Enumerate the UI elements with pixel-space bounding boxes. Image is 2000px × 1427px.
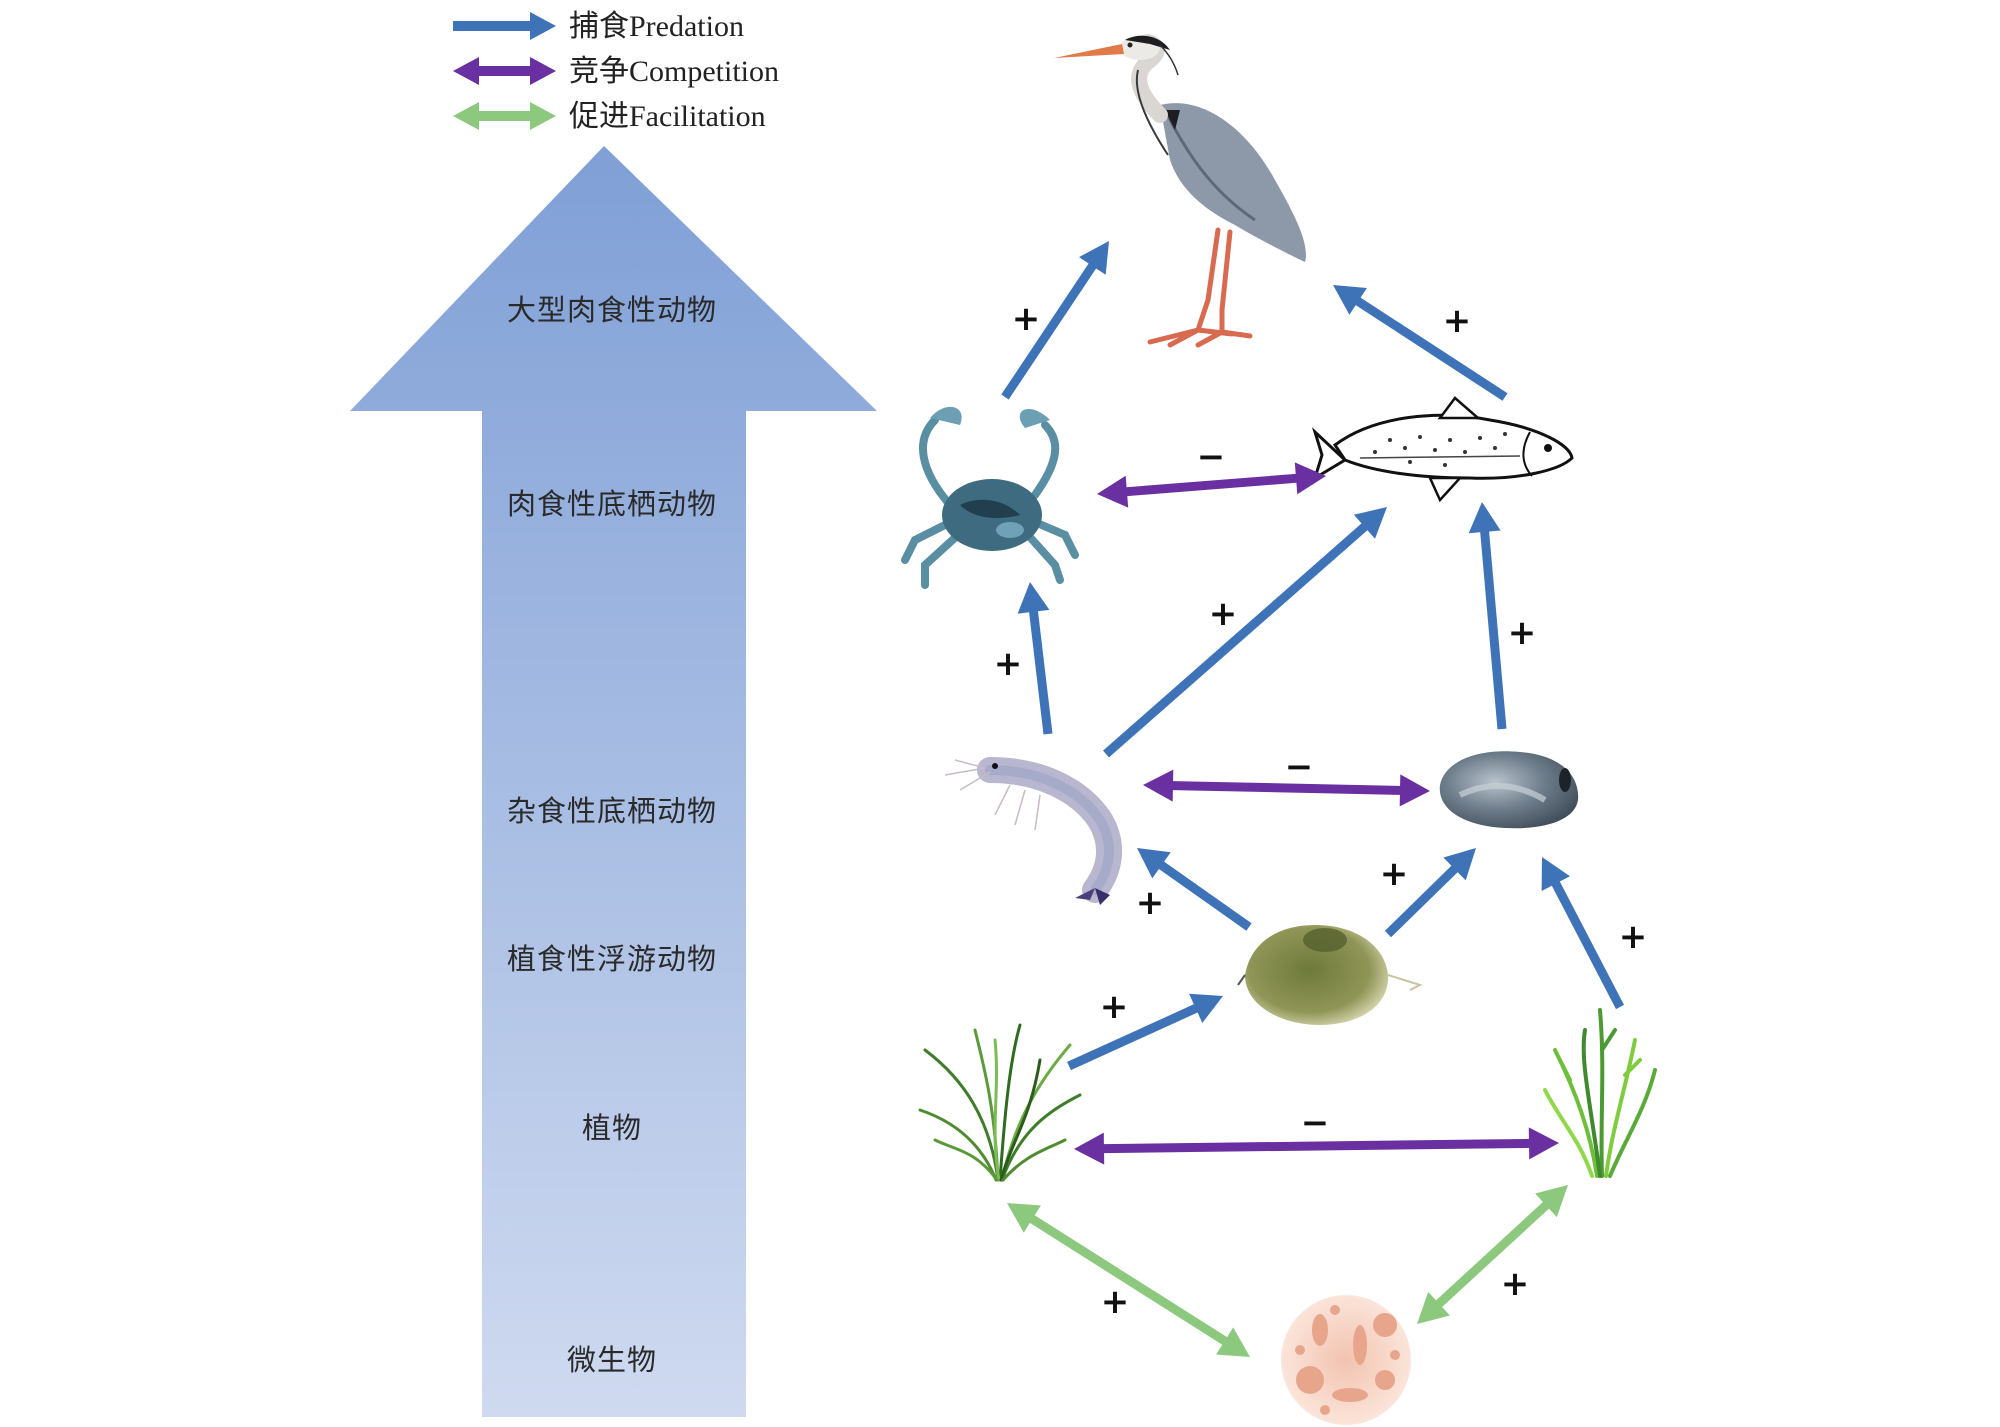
- relation-signs: + + − + + + − + + + + − + +: [994, 299, 1648, 1322]
- sign-shrimp-crab: +: [994, 644, 1023, 684]
- predation-arrow-zooplankton-mussel: [1384, 848, 1476, 938]
- predation-arrow-grass-zooplankton: [1067, 993, 1223, 1071]
- legend-label-competition: 竞争Competition: [569, 55, 779, 88]
- sign-grass-microbes: +: [1101, 1282, 1130, 1322]
- trophic-axis-arrow: [350, 146, 877, 1417]
- predation-arrow-fish-heron: [1333, 285, 1508, 401]
- sign-seaweed-microbes: +: [1501, 1264, 1530, 1304]
- predation-arrow-zooplankton-shrimp: [1137, 848, 1252, 931]
- sign-mussel-fish: +: [1508, 613, 1537, 653]
- facilitation-arrow-grass-microbes: [1007, 1203, 1250, 1357]
- level-label-herbivorous-zooplankton: 植食性浮游动物: [507, 942, 717, 976]
- legend: 捕食Predation 竞争Competition 促进Facilitation: [453, 10, 779, 133]
- legend-item-facilitation: 促进Facilitation: [453, 100, 766, 133]
- mussel-illustration: [1439, 751, 1579, 829]
- competition-arrow-grass-seaweed: [1074, 1127, 1559, 1165]
- seaweed-illustration: [1543, 1008, 1657, 1178]
- facilitation-arrow-icon: [453, 102, 556, 130]
- level-label-omnivorous-benthos: 杂食性底栖动物: [507, 794, 717, 828]
- zooplankton-illustration: [1237, 925, 1423, 1025]
- sign-grass-seaweed: −: [1301, 1103, 1330, 1143]
- level-label-microbes: 微生物: [567, 1343, 657, 1377]
- legend-item-predation: 捕食Predation: [453, 10, 744, 43]
- sign-grass-zooplankton: +: [1100, 987, 1129, 1027]
- microbes-illustration: [1281, 1295, 1411, 1425]
- sign-crab-fish: −: [1197, 437, 1226, 477]
- shrimp-illustration: [944, 757, 1123, 905]
- competition-arrow-shrimp-mussel: [1143, 769, 1430, 807]
- sign-zooplankton-mussel: +: [1380, 854, 1409, 894]
- heron-illustration: [1054, 34, 1306, 348]
- predation-arrow-shrimp-fish: [1103, 507, 1387, 758]
- crab-illustration: [901, 406, 1079, 589]
- level-label-large-carnivores: 大型肉食性动物: [507, 293, 717, 327]
- grass-illustration: [918, 1023, 1082, 1182]
- predation-arrow-shrimp-crab: [1017, 582, 1053, 735]
- trophic-level-axis: 大型肉食性动物 肉食性底栖动物 杂食性底栖动物 植食性浮游动物 植物 微生物: [350, 146, 877, 1417]
- predation-arrow-icon: [453, 12, 556, 40]
- competition-arrow-icon: [453, 57, 556, 85]
- legend-item-competition: 竞争Competition: [453, 55, 779, 88]
- sign-shrimp-fish: +: [1209, 594, 1238, 634]
- sign-seaweed-mussel: +: [1619, 917, 1648, 957]
- predation-arrow-seaweed-mussel: [1541, 857, 1624, 1010]
- predation-arrow-mussel-fish: [1468, 502, 1507, 730]
- sign-shrimp-mussel: −: [1285, 747, 1314, 787]
- level-label-carnivorous-benthos: 肉食性底栖动物: [507, 487, 717, 521]
- predation-arrow-crab-heron: [1001, 241, 1109, 400]
- competition-arrow-crab-fish: [1097, 462, 1326, 508]
- legend-label-facilitation: 促进Facilitation: [569, 100, 766, 133]
- sign-crab-heron: +: [1012, 299, 1041, 339]
- sign-fish-heron: +: [1443, 301, 1472, 341]
- level-label-plants: 植物: [582, 1111, 642, 1145]
- legend-label-predation: 捕食Predation: [569, 10, 744, 43]
- facilitation-arrow-seaweed-microbes: [1417, 1185, 1568, 1324]
- fish-illustration: [1311, 396, 1574, 503]
- sign-zooplankton-shrimp: +: [1136, 883, 1165, 923]
- relation-arrows: [1001, 241, 1624, 1357]
